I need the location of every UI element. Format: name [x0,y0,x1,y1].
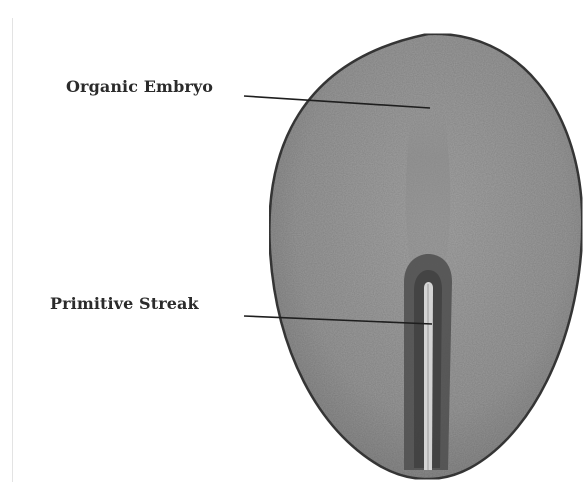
primitive-streak-label: Primitive Streak [50,294,199,313]
organic-embryo-label: Organic Embryo [66,77,213,96]
embryonic-axis-shading [406,110,451,262]
